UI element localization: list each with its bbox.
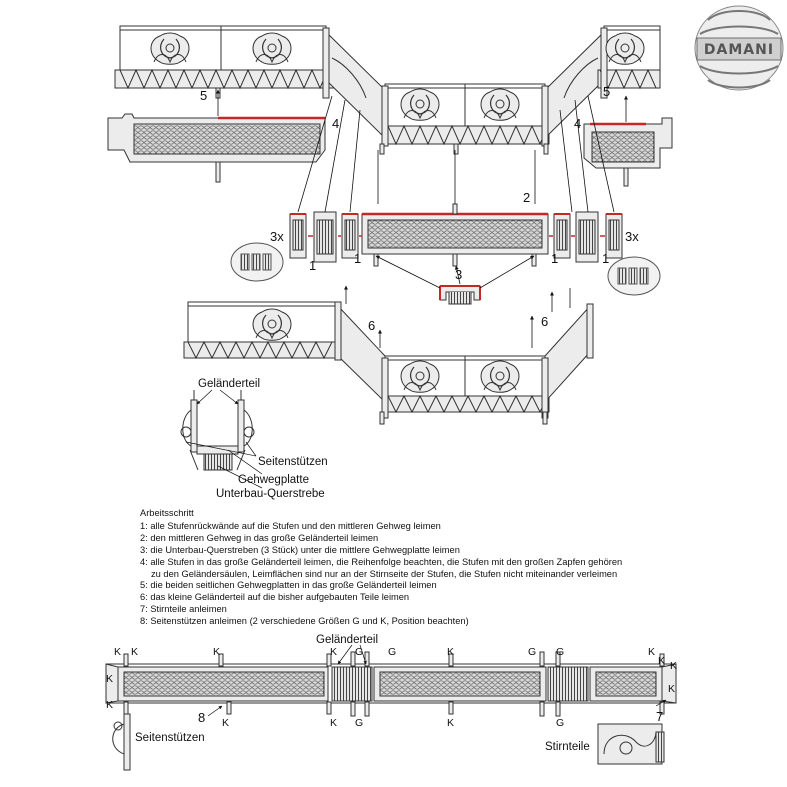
callout-7: 7 [656, 709, 663, 724]
steps-heading: Arbeitsschritt [140, 508, 194, 518]
cross-section-leaders [185, 389, 263, 489]
svg-text:G: G [355, 717, 363, 729]
callout-6-left: 6 [368, 318, 375, 333]
label-gehwegplatte: Gehwegplatte [238, 474, 309, 486]
detail-bubble-left [230, 242, 284, 282]
svg-text:K: K [106, 699, 113, 711]
size-markers: K K K K G G K G G K K K K K K K K G K G [106, 646, 677, 729]
callouts-top: 5 5 4 4 2 3x 3x 1 1 1 1 3 [200, 84, 639, 282]
svg-text:K: K [447, 717, 454, 729]
damani-logo: DAMANI [694, 5, 784, 91]
callout-5-left: 5 [200, 88, 207, 103]
step-7: 7: Stirnteile anleimen [140, 604, 227, 615]
step-4: 4: alle Stufen in das große Geländerteil… [140, 556, 623, 567]
callout-1-d: 1 [602, 251, 609, 266]
svg-text:K: K [222, 717, 229, 729]
railing-ornament [150, 32, 190, 65]
svg-text:K: K [330, 646, 337, 658]
callout-8: 8 [198, 710, 205, 725]
label-unterbau-querstrebe: Unterbau-Querstrebe [216, 488, 325, 500]
railing-ornament [480, 360, 520, 393]
callout-4-left: 4 [332, 116, 339, 131]
svg-text:G: G [528, 646, 536, 658]
assembly-leaders-top [216, 89, 628, 289]
svg-text:K: K [106, 673, 113, 685]
bottom-plan-view [105, 651, 677, 717]
railing-ornament [252, 32, 292, 65]
step-2: 2: den mittleren Gehweg in das große Gel… [140, 532, 379, 543]
railing-ornament [400, 360, 440, 393]
label-gelaenderteil-bottom: Geländerteil [316, 634, 378, 646]
callout-3x-right: 3x [625, 229, 639, 244]
railing-ornament [480, 88, 520, 121]
logo-text: DAMANI [704, 42, 774, 58]
detail-bubble-right [607, 256, 661, 296]
railing-ornament [605, 32, 645, 65]
svg-text:K: K [648, 646, 655, 658]
svg-text:G: G [556, 646, 564, 658]
svg-text:K: K [658, 655, 665, 667]
side-walkway-plate-left [107, 113, 326, 183]
label-seitenstuetzen-bottom: Seitenstützen [135, 732, 205, 744]
end-piece-part [597, 723, 665, 765]
step-1: 1: alle Stufenrückwände auf die Stufen u… [140, 520, 441, 531]
svg-text:K: K [213, 646, 220, 658]
svg-text:G: G [355, 646, 363, 658]
svg-text:K: K [114, 646, 121, 658]
step-8: 8: Seitenstützen anleimen (2 verschieden… [140, 616, 469, 627]
step-parts-left [289, 211, 359, 263]
callout-2: 2 [523, 190, 530, 205]
callout-1-b: 1 [354, 251, 361, 266]
svg-text:K: K [670, 660, 677, 672]
callout-3x-left: 3x [270, 229, 284, 244]
cross-section-detail [180, 390, 255, 471]
svg-text:K: K [330, 717, 337, 729]
svg-text:G: G [388, 646, 396, 658]
railing-ornament [252, 308, 292, 341]
step-4-continued: zu den Geländersäulen, Leimflächen sind … [151, 568, 618, 579]
side-walkway-plate-right [583, 117, 673, 187]
middle-walkway-plate [361, 203, 549, 267]
callout-3: 3 [455, 267, 462, 282]
callout-6-right: 6 [541, 314, 548, 329]
assembly-arrows-lower [344, 285, 571, 348]
cross-strut [439, 285, 481, 305]
bottom-leaders [207, 644, 667, 717]
bridge-railing-top [114, 25, 661, 155]
svg-text:G: G [556, 717, 564, 729]
callout-1-c: 1 [551, 251, 558, 266]
svg-text:K: K [131, 646, 138, 658]
instruction-steps: Arbeitsschritt 1: alle Stufenrückwände a… [140, 508, 700, 628]
callout-5-right: 5 [603, 84, 610, 99]
callout-1-a: 1 [309, 258, 316, 273]
step-6: 6: das kleine Geländerteil auf die bishe… [140, 592, 410, 603]
label-stirnteile: Stirnteile [545, 741, 590, 753]
bridge-railing-lower [183, 301, 594, 425]
label-seitenstuetzen: Seitenstützen [258, 456, 328, 468]
svg-text:K: K [668, 683, 675, 695]
railing-ornament [400, 88, 440, 121]
svg-text:K: K [447, 646, 454, 658]
label-gelaenderteil: Geländerteil [198, 378, 260, 390]
callout-4-right: 4 [574, 116, 581, 131]
step-3: 3: die Unterbau-Querstreben (3 Stück) un… [140, 544, 460, 555]
side-support-part [112, 713, 131, 771]
step-5: 5: die beiden seitlichen Gehwegplatten i… [140, 580, 437, 591]
step-parts-right [553, 211, 623, 263]
